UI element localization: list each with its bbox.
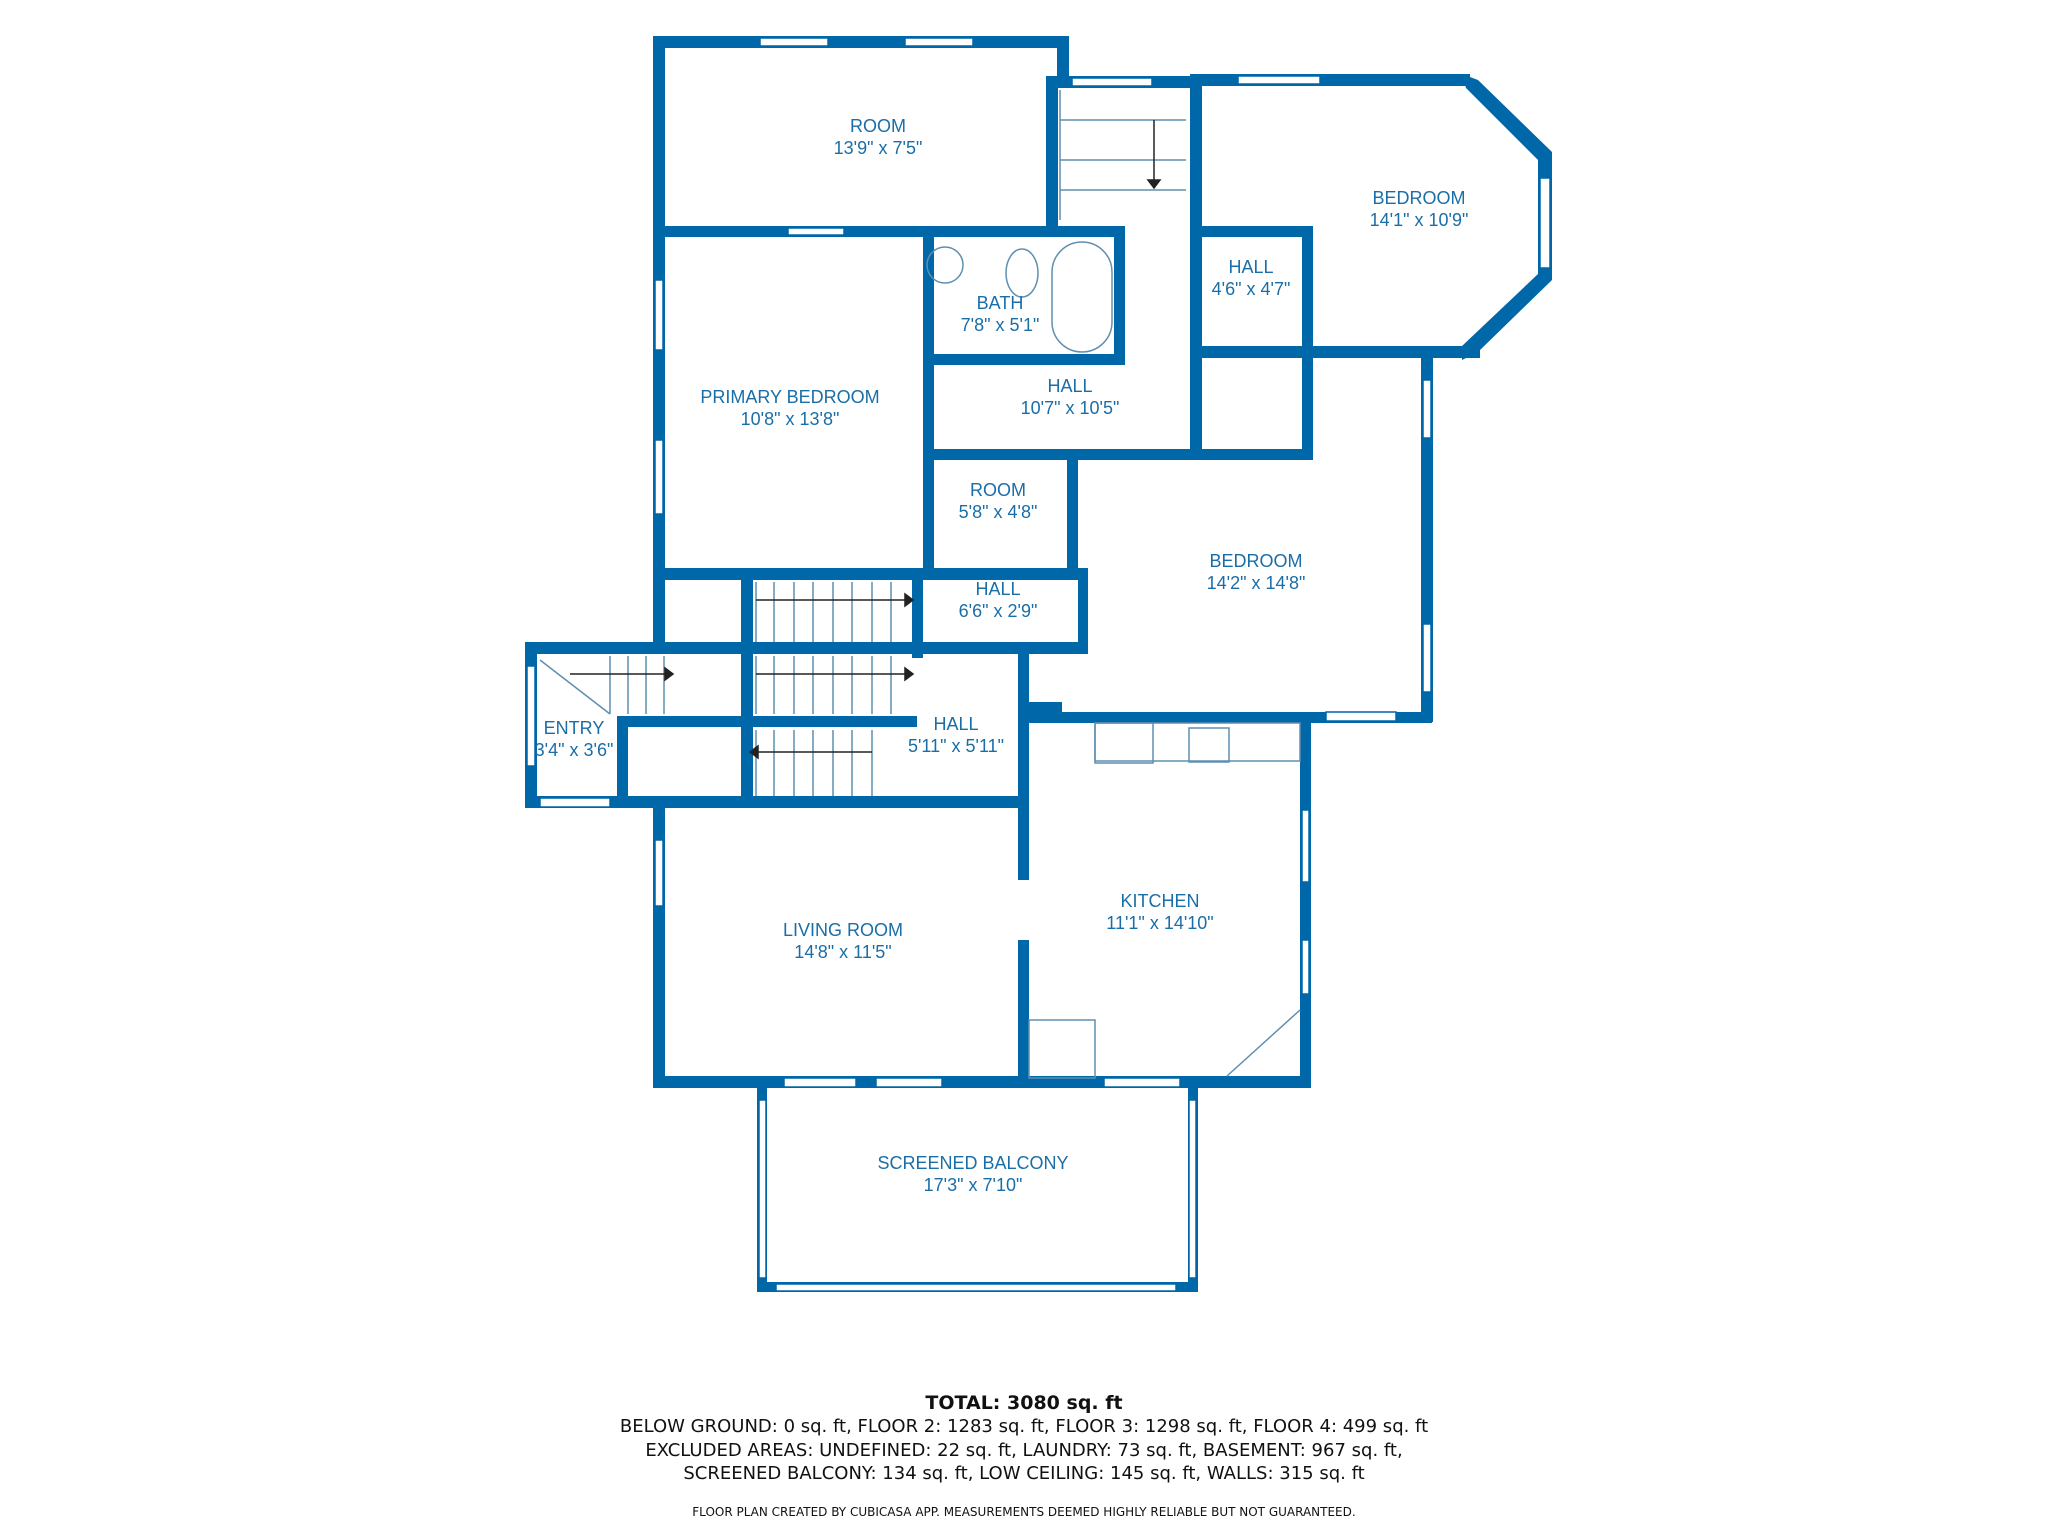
room-name: HALL [933, 714, 979, 734]
room-dims: 17'3" x 7'10" [923, 1175, 1023, 1195]
room-name: ENTRY [543, 718, 605, 738]
floor-areas: BELOW GROUND: 0 sq. ft, FLOOR 2: 1283 sq… [619, 1416, 1429, 1437]
excluded-areas: EXCLUDED AREAS: UNDEFINED: 22 sq. ft, LA… [645, 1440, 1403, 1461]
room-name: KITCHEN [1120, 891, 1200, 911]
kitchen-fixtures [1028, 722, 1301, 1079]
room-name: BEDROOM [1209, 551, 1303, 571]
room-dims: 14'2" x 14'8" [1206, 573, 1306, 593]
excluded-areas-cont: SCREENED BALCONY: 134 sq. ft, LOW CEILIN… [683, 1463, 1365, 1484]
room-dims: 13'9" x 7'5" [833, 138, 923, 158]
room-name: HALL [1228, 257, 1274, 277]
bath-fixtures [926, 241, 1113, 353]
total-area: TOTAL: 3080 sq. ft [925, 1392, 1123, 1414]
disclaimer: FLOOR PLAN CREATED BY CUBICASA APP. MEAS… [692, 1505, 1356, 1519]
room-name: HALL [1047, 376, 1093, 396]
room-dims: 4'6" x 4'7" [1211, 279, 1291, 299]
room-dims: 11'1" x 14'10" [1106, 913, 1214, 933]
room-name: LIVING ROOM [782, 920, 904, 940]
windows [526, 37, 1551, 1292]
room-name: ROOM [969, 480, 1026, 500]
room-name: SCREENED BALCONY [877, 1153, 1069, 1173]
room-dims: 14'8" x 11'5" [794, 942, 892, 962]
room-dims: 10'8" x 13'8" [740, 409, 840, 429]
room-dims: 14'1" x 10'9" [1369, 210, 1469, 230]
room-name: HALL [975, 579, 1021, 599]
room-dims: 5'8" x 4'8" [958, 502, 1038, 522]
room-name: BATH [976, 293, 1024, 313]
stairs [539, 90, 1186, 796]
room-name: BEDROOM [1372, 188, 1466, 208]
room-dims: 10'7" x 10'5" [1020, 398, 1120, 418]
stair-arrows [570, 120, 1162, 760]
room-name: ROOM [850, 116, 906, 136]
room-dims: 7'8" x 5'1" [960, 315, 1040, 335]
room-dims: 5'11" x 5'11" [907, 736, 1005, 756]
room-dims: 3'4" x 3'6" [534, 740, 614, 760]
room-name: PRIMARY BEDROOM [700, 387, 880, 407]
room-dims: 6'6" x 2'9" [958, 601, 1038, 621]
